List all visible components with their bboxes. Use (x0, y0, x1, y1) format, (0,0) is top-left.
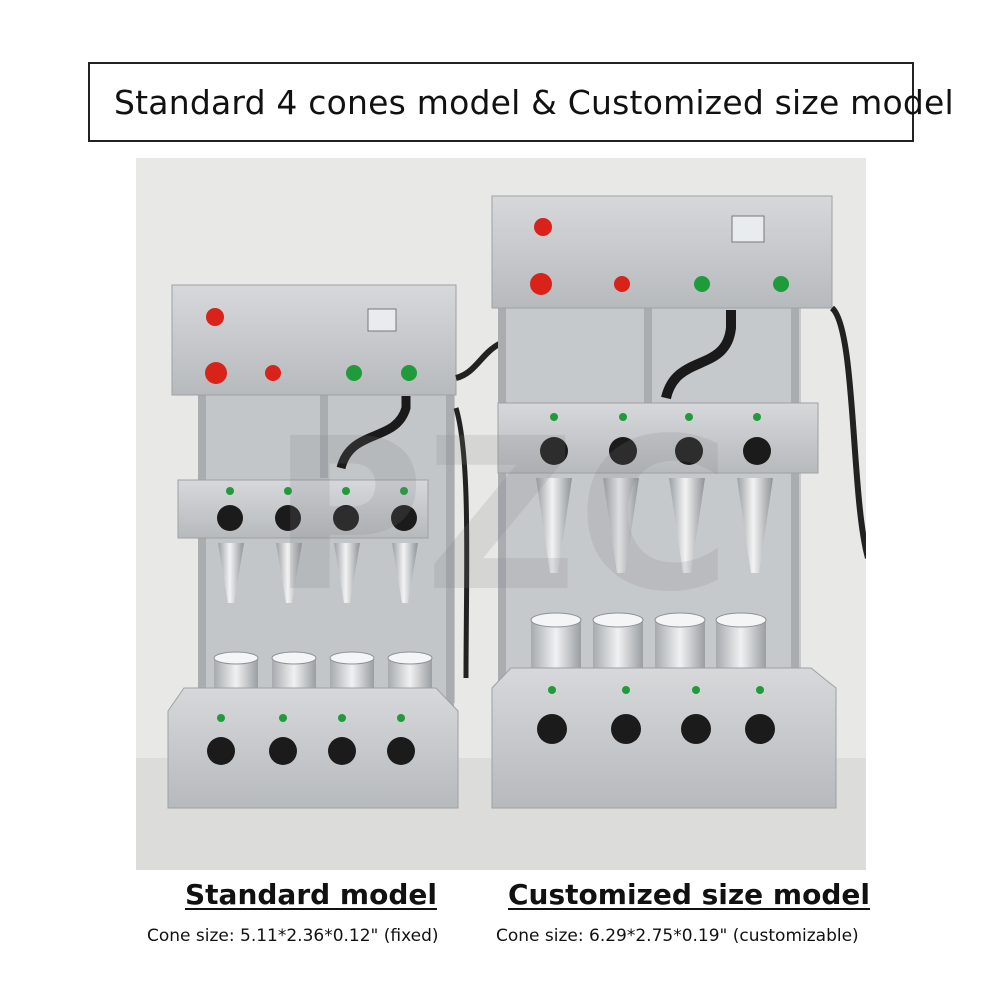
upper-heater-controls (217, 487, 417, 531)
start-button (346, 365, 362, 381)
standard-model-cone-size: Cone size: 5.11*2.36*0.12" (fixed) (147, 926, 439, 946)
customized-model-heading: Customized size model (508, 878, 870, 911)
temperature-display (731, 215, 765, 243)
stop-button (614, 276, 630, 292)
indicator-light-icon (534, 218, 552, 236)
standard-machine (167, 284, 503, 809)
page-title: Standard 4 cones model & Customized size… (114, 82, 954, 122)
upper-heater-controls (540, 413, 771, 465)
start-button (694, 276, 710, 292)
cone-molds (536, 478, 773, 573)
cone-cups (530, 612, 767, 672)
lower-heater-controls (207, 714, 415, 765)
product-photo: PZC (136, 158, 866, 870)
lower-heater-controls (537, 686, 775, 744)
temperature-display (367, 308, 397, 332)
emergency-stop-button (530, 273, 552, 295)
indicator-light-icon (206, 308, 224, 326)
standard-model-heading: Standard model (185, 878, 437, 911)
watermark-logo: PZC (271, 393, 731, 638)
emergency-stop-button (205, 362, 227, 384)
stop-button (265, 365, 281, 381)
customized-model-cone-size: Cone size: 6.29*2.75*0.19" (customizable… (496, 926, 859, 946)
customized-machine (491, 195, 866, 809)
start-button (773, 276, 789, 292)
title-box: Standard 4 cones model & Customized size… (88, 62, 954, 142)
cone-molds (218, 543, 418, 603)
start-button (401, 365, 417, 381)
